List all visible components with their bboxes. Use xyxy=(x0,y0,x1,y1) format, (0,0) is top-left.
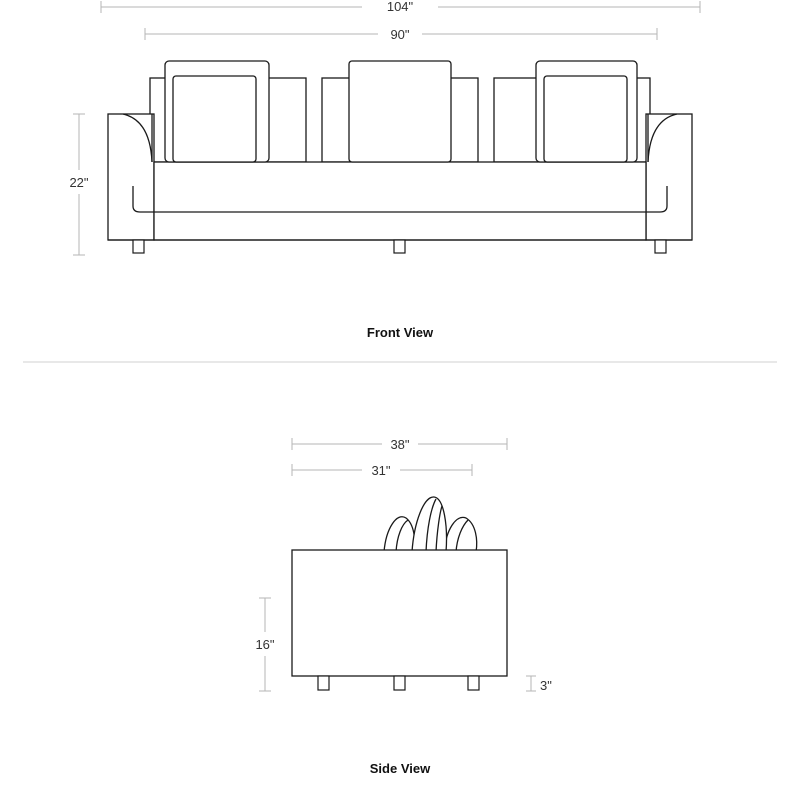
leg-height-dimension: 3" xyxy=(526,675,552,693)
seat-height-dimension: 16" xyxy=(255,597,275,692)
sofa-side-drawing xyxy=(291,496,508,691)
overall-width-dimension: 104" xyxy=(100,0,701,14)
leg-side-center xyxy=(393,675,406,691)
sofa-base xyxy=(153,161,647,241)
overall-depth-dimension: 38" xyxy=(291,437,508,452)
side-pillow-center xyxy=(411,496,448,553)
seat-depth-label: 31" xyxy=(371,463,390,478)
sofa-front-drawing xyxy=(107,60,693,254)
throw-pillow-left xyxy=(164,60,270,163)
leg-side-front xyxy=(317,675,330,691)
throw-pillow-center xyxy=(348,60,452,163)
seat-width-label: 90" xyxy=(390,27,409,42)
seat-height-label: 16" xyxy=(255,637,274,652)
front-view-title: Front View xyxy=(367,325,434,340)
seat-width-dimension: 90" xyxy=(144,27,658,42)
height-label: 22" xyxy=(69,175,88,190)
leg-side-back xyxy=(467,675,480,691)
arm-left xyxy=(107,113,155,241)
overall-depth-label: 38" xyxy=(390,437,409,452)
sofa-side-body xyxy=(291,549,508,677)
seat-depth-dimension: 31" xyxy=(291,463,473,478)
leg-front-left xyxy=(132,239,145,254)
throw-pillow-right xyxy=(535,60,638,163)
side-view-title: Side View xyxy=(370,761,431,776)
leg-height-label: 3" xyxy=(540,678,552,693)
side-view: 38" 31" 16" 3" xyxy=(255,437,552,776)
side-pillow-right xyxy=(443,516,478,553)
front-view: 104" 90" 22" xyxy=(69,0,701,340)
arm-right xyxy=(645,113,693,241)
overall-width-label: 104" xyxy=(387,0,414,14)
height-dimension: 22" xyxy=(69,113,89,256)
leg-front-right xyxy=(654,239,667,254)
side-pillow-left xyxy=(383,516,416,553)
seat-cushion-line xyxy=(132,186,668,213)
leg-front-center xyxy=(393,239,406,254)
